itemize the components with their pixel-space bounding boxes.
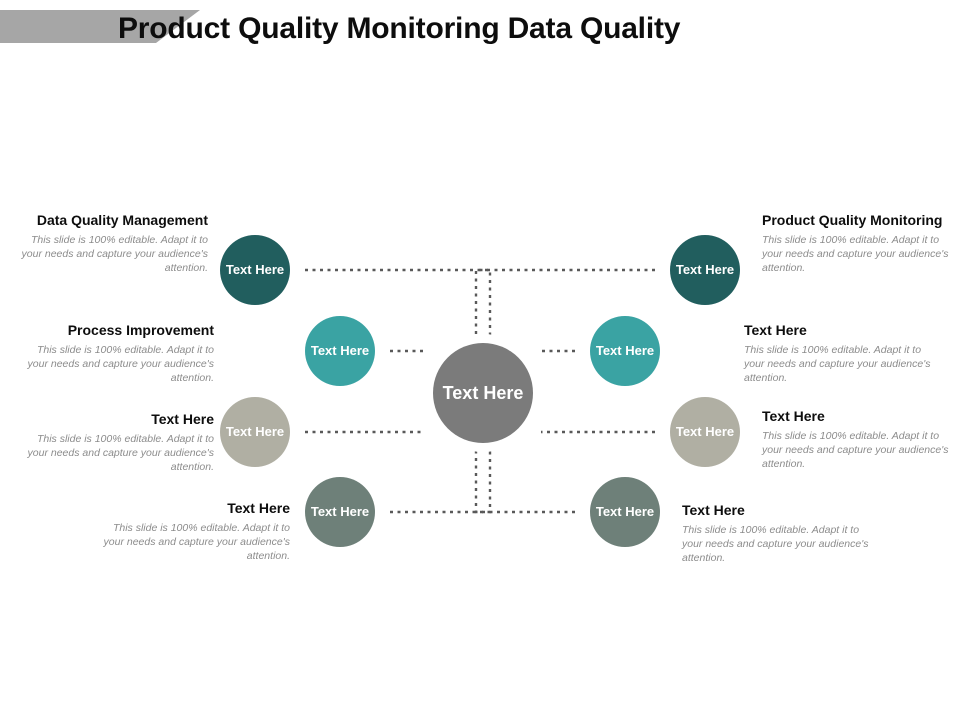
- block-body: This slide is 100% editable. Adapt it to…: [27, 343, 214, 384]
- spoke-node-n8-label: Text Here: [590, 477, 660, 547]
- block-body: This slide is 100% editable. Adapt it to…: [27, 432, 214, 473]
- block-title: Text Here: [762, 408, 825, 424]
- page-title: Product Quality Monitoring Data Quality: [118, 12, 681, 45]
- spoke-node-n1-label: Text Here: [220, 235, 290, 305]
- block-title: Data Quality Management: [36, 212, 208, 228]
- block-title: Text Here: [682, 502, 745, 518]
- connector-line: [474, 268, 655, 340]
- connector-line: [474, 446, 575, 514]
- spoke-node-n5[interactable]: Text Here: [663, 228, 747, 312]
- hub-node[interactable]: Text Here: [424, 334, 542, 452]
- spoke-node-n5-label: Text Here: [670, 235, 740, 305]
- spoke-node-n3-label: Text Here: [220, 397, 290, 467]
- spoke-node-n2[interactable]: Text Here: [298, 309, 382, 393]
- spoke-node-n2-label: Text Here: [305, 316, 375, 386]
- connector-line: [390, 446, 492, 514]
- connector-line: [305, 268, 492, 340]
- block-title: Process Improvement: [67, 322, 214, 338]
- spoke-node-n6-label: Text Here: [590, 316, 660, 386]
- block-title: Text Here: [744, 322, 807, 338]
- spoke-node-n4-label: Text Here: [305, 477, 375, 547]
- block-body: This slide is 100% editable. Adapt it to…: [762, 233, 949, 274]
- block-body: This slide is 100% editable. Adapt it to…: [21, 233, 208, 274]
- block-body: This slide is 100% editable. Adapt it to…: [762, 429, 949, 470]
- hub-node-label: Text Here: [433, 343, 533, 443]
- spoke-node-n7-label: Text Here: [670, 397, 740, 467]
- spoke-node-n3[interactable]: Text Here: [213, 390, 297, 474]
- spoke-node-n7[interactable]: Text Here: [663, 390, 747, 474]
- spoke-node-n1[interactable]: Text Here: [213, 228, 297, 312]
- spoke-node-n8[interactable]: Text Here: [583, 470, 667, 554]
- block-body: This slide is 100% editable. Adapt it to…: [103, 521, 290, 562]
- block-title: Product Quality Monitoring: [762, 212, 943, 228]
- block-title: Text Here: [151, 411, 214, 427]
- block-body: This slide is 100% editable. Adapt it to…: [744, 343, 931, 384]
- spoke-node-n4[interactable]: Text Here: [298, 470, 382, 554]
- spoke-node-n6[interactable]: Text Here: [583, 309, 667, 393]
- block-body: This slide is 100% editable. Adapt it to…: [682, 523, 869, 564]
- block-title: Text Here: [227, 500, 290, 516]
